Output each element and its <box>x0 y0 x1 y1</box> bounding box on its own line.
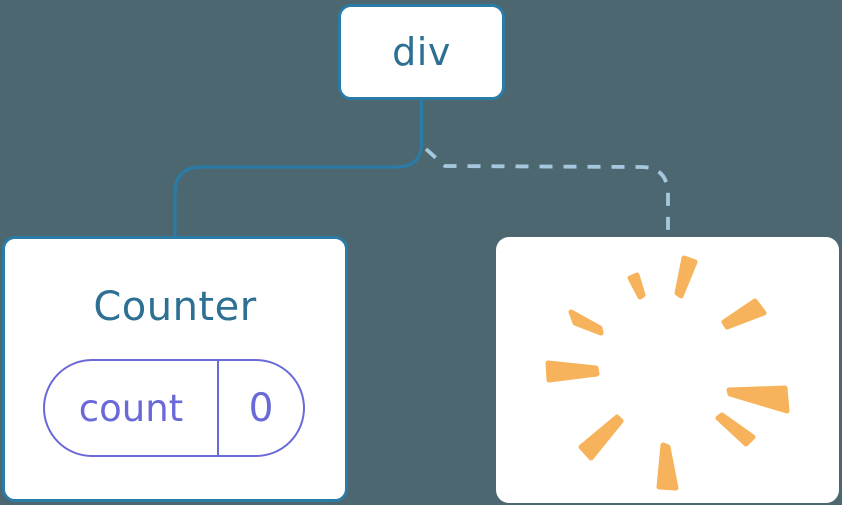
counter-component-card: Counter count 0 <box>2 236 348 502</box>
root-node-label: div <box>392 30 451 74</box>
poof-ray <box>674 255 698 299</box>
root-node-div: div <box>338 4 505 100</box>
poof-ray <box>715 412 756 447</box>
poof-burst-icon <box>545 255 790 491</box>
poof-ray <box>656 442 679 491</box>
state-key-label: count <box>45 361 219 455</box>
poof-ray <box>721 298 767 330</box>
poof-ray <box>627 272 646 300</box>
connector-solid-to-counter <box>173 98 424 238</box>
state-value: 0 <box>248 385 274 431</box>
removed-component-card <box>496 237 839 503</box>
poof-ray <box>726 385 790 414</box>
poof-ray <box>545 360 600 383</box>
counter-title: Counter <box>93 284 257 330</box>
poof-ray <box>578 414 624 461</box>
connector-dashed-to-removed <box>424 147 670 239</box>
state-pill: count 0 <box>43 359 305 457</box>
poof-ray <box>568 309 604 336</box>
